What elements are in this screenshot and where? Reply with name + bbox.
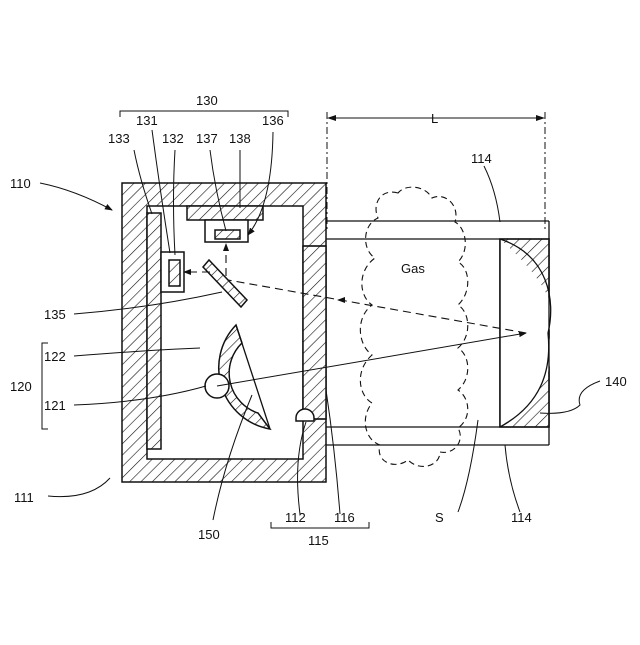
- detector-132: [169, 260, 180, 286]
- label-135: 135: [44, 307, 66, 322]
- reflector-140: [500, 239, 553, 427]
- label-121: 121: [44, 398, 66, 413]
- label-120: 120: [10, 379, 32, 394]
- label-110: 110: [10, 176, 31, 191]
- label-gas: Gas: [401, 261, 425, 276]
- sensor-136: [215, 230, 240, 239]
- dimension-L: [327, 112, 545, 232]
- label-132: 132: [162, 131, 184, 146]
- board-133: [147, 213, 161, 449]
- label-138: 138: [229, 131, 251, 146]
- gas-cloud: [360, 187, 467, 466]
- label-115: 115: [308, 533, 329, 548]
- label-114-bottom: 114: [511, 510, 532, 525]
- mirror-135: [203, 260, 247, 307]
- label-133: 133: [108, 131, 130, 146]
- element-112: [296, 409, 314, 421]
- label-136: 136: [262, 113, 284, 128]
- label-116: 116: [334, 510, 355, 525]
- label-114-top: 114: [471, 151, 492, 166]
- label-112: 112: [285, 510, 306, 525]
- label-S: S: [435, 510, 444, 525]
- light-path-out: [217, 333, 526, 386]
- label-122: 122: [44, 349, 66, 364]
- label-131: 131: [136, 113, 158, 128]
- label-130: 130: [196, 93, 218, 108]
- board-138: [187, 206, 263, 220]
- label-150: 150: [198, 527, 220, 542]
- light-path-return: [228, 280, 526, 333]
- label-140: 140: [605, 374, 627, 389]
- window-116: [303, 246, 326, 419]
- label-137: 137: [196, 131, 218, 146]
- label-111: 111: [14, 490, 34, 505]
- label-L: L: [431, 111, 438, 126]
